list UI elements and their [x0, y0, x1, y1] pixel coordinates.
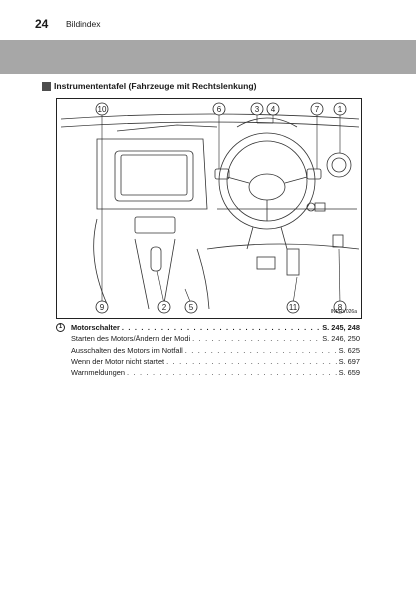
list-item: Starten des Motors/Ändern der Modi S. 24…	[56, 333, 360, 344]
page-number: 24	[35, 17, 49, 31]
item-label: Motorschalter	[71, 323, 120, 332]
heading-square-icon	[42, 81, 51, 91]
svg-text:6: 6	[217, 105, 222, 114]
svg-text:8: 8	[338, 303, 343, 312]
item-page-ref: S. 659	[338, 368, 360, 378]
callout-1: 1	[333, 102, 347, 116]
svg-text:1: 1	[338, 105, 343, 114]
dot-leader	[122, 322, 320, 333]
list-item: Warnmeldungen S. 659	[56, 367, 360, 378]
header-band	[0, 40, 416, 74]
index-list: 1 Motorschalter S. 245, 248 Starten des …	[56, 322, 360, 378]
list-item: Wenn der Motor nicht startet S. 697	[56, 356, 360, 367]
heading-text: Instrumententafel (Fahrzeuge mit Rechtsl…	[54, 81, 257, 91]
callout-markers: 10 6 3 4 7 1 9 2 5 11 8	[95, 102, 347, 314]
svg-text:11: 11	[289, 303, 298, 312]
item-label: Ausschalten des Motors im Notfall	[71, 345, 183, 355]
svg-text:9: 9	[100, 303, 105, 312]
item-number-badge: 1	[56, 323, 65, 333]
svg-text:2: 2	[162, 303, 167, 312]
callout-9: 9	[95, 300, 109, 314]
callout-10: 10	[95, 102, 109, 116]
callout-8: 8	[333, 300, 347, 314]
item-page-ref: S. 245, 248	[322, 323, 360, 332]
svg-text:3: 3	[255, 105, 260, 114]
section-heading: Instrumententafel (Fahrzeuge mit Rechtsl…	[42, 81, 256, 91]
callout-3: 3	[250, 102, 264, 116]
image-code: INPRV026a	[330, 309, 357, 315]
section-title: Bildindex	[66, 19, 101, 29]
dashboard-illustration: 10 6 3 4 7 1 9 2 5 11 8 INPRV026a	[56, 98, 362, 319]
item-label: Wenn der Motor nicht startet	[71, 356, 165, 366]
item-page-ref: S. 697	[338, 356, 360, 366]
svg-text:7: 7	[315, 105, 320, 114]
dashboard-drawing: 10 6 3 4 7 1 9 2 5 11 8	[60, 102, 360, 314]
dot-leader	[166, 356, 337, 367]
svg-text:4: 4	[271, 105, 276, 114]
item-page-ref: S. 246, 250	[322, 334, 360, 344]
callout-6: 6	[212, 102, 226, 116]
item-label: Warnmeldungen	[71, 368, 125, 378]
page-header: 24 Bildindex	[0, 0, 416, 40]
item-page-ref: S. 625	[338, 345, 360, 355]
list-item: 1 Motorschalter S. 245, 248	[56, 322, 360, 333]
callout-5: 5	[184, 300, 198, 314]
callout-11: 11	[286, 300, 300, 314]
svg-text:5: 5	[189, 303, 194, 312]
item-label: Starten des Motors/Ändern der Modi	[71, 334, 191, 344]
svg-text:10: 10	[98, 105, 107, 114]
dot-leader	[185, 345, 337, 356]
dot-leader	[192, 333, 320, 344]
list-item: Ausschalten des Motors im Notfall S. 625	[56, 345, 360, 356]
callout-7: 7	[310, 102, 324, 116]
callout-4: 4	[266, 102, 280, 116]
callout-2: 2	[157, 300, 171, 314]
dot-leader	[127, 367, 337, 378]
